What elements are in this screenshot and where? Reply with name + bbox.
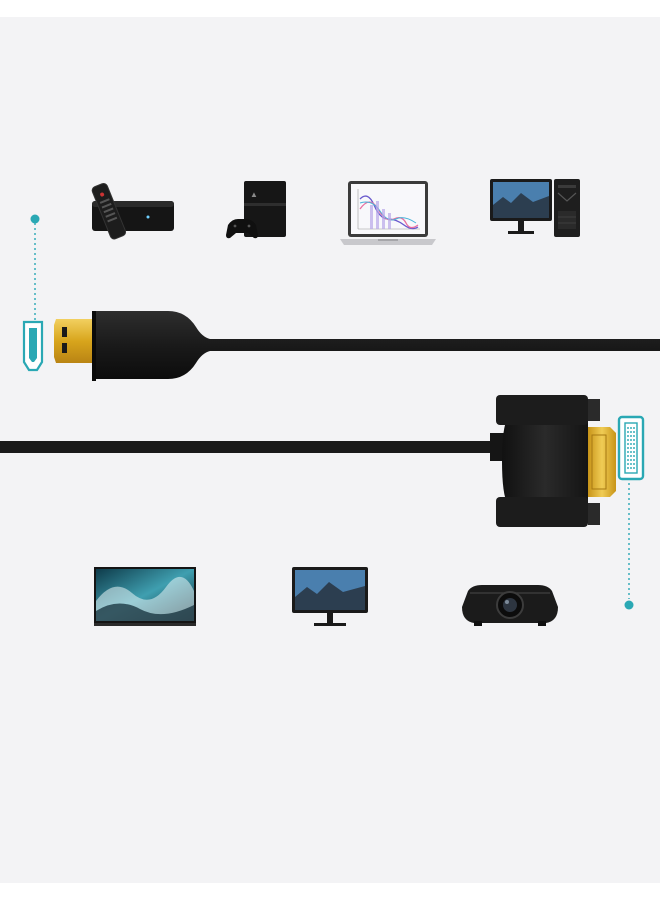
dvi-callout-line <box>624 483 634 610</box>
laptop-icon <box>340 181 436 245</box>
hdmi-port-icon <box>22 320 44 372</box>
desktop-pc-icon <box>490 179 580 237</box>
game-console-icon: ▲ <box>226 181 286 239</box>
tv-icon <box>94 567 196 626</box>
dvi-port-icon <box>617 415 645 481</box>
svg-text:▲: ▲ <box>250 190 258 199</box>
monitor-icon <box>292 567 368 626</box>
dvi-cable-connector <box>0 395 616 527</box>
projector-icon <box>462 585 558 626</box>
tv-box-with-remote-icon <box>91 182 174 240</box>
image-canvas: ▲ <box>0 17 660 883</box>
hdmi-callout-line <box>30 214 40 323</box>
hdmi-cable-connector <box>54 311 660 381</box>
